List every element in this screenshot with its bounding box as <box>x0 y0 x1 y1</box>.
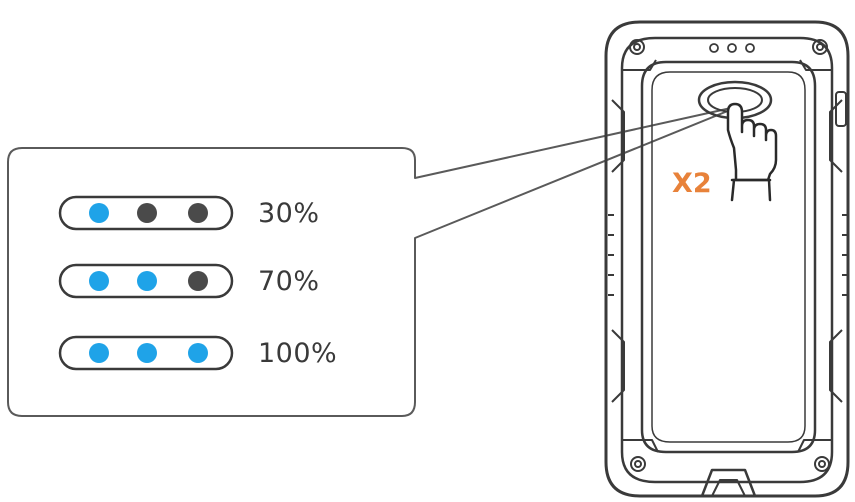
device-led-dots <box>709 43 755 53</box>
battery-level-list <box>58 195 234 371</box>
led-dot-unlit <box>188 203 208 223</box>
led-dot-lit <box>137 271 157 291</box>
led-dot-lit <box>89 343 109 363</box>
led-dot-lit <box>89 203 109 223</box>
hand-press-icon <box>726 102 778 202</box>
led-dot-lit <box>137 343 157 363</box>
battery-level-label-70: 70% <box>258 266 320 297</box>
led-dot-unlit <box>188 271 208 291</box>
press-count-label: X2 <box>672 168 712 199</box>
power-bank-device <box>604 20 850 498</box>
led-dot-lit <box>188 343 208 363</box>
led-dot-unlit <box>137 203 157 223</box>
battery-level-label-100: 100% <box>258 338 338 369</box>
battery-level-label-30: 30% <box>258 198 320 229</box>
led-dot-lit <box>89 271 109 291</box>
